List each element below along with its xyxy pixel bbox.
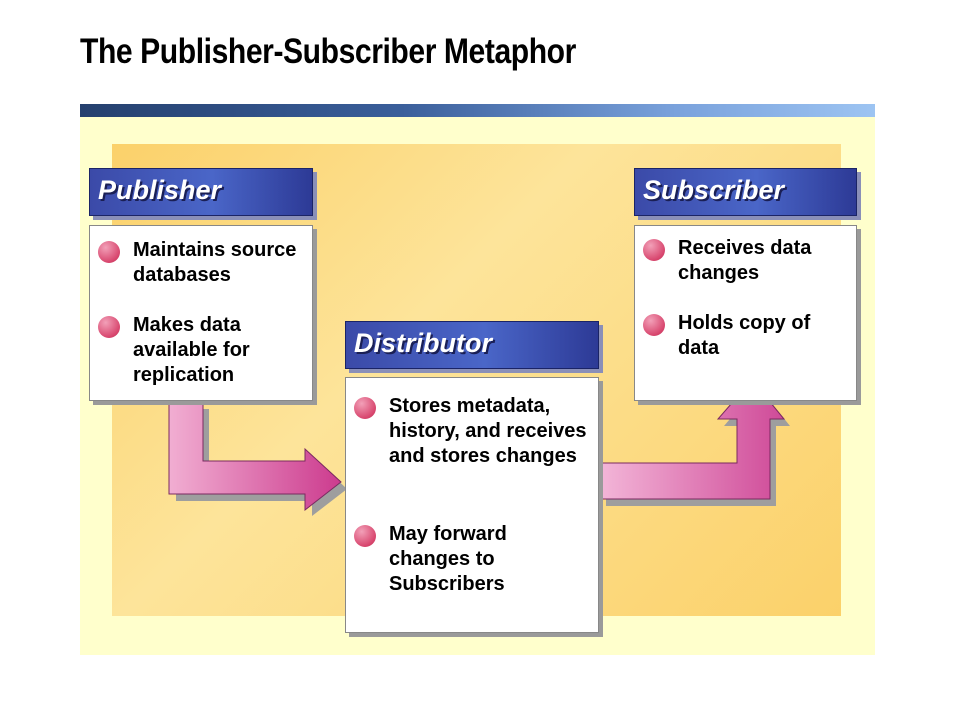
publisher-header: Publisher xyxy=(89,168,313,216)
publisher-label: Publisher xyxy=(98,175,222,205)
arrow-publisher-to-distributor xyxy=(168,400,342,512)
distributor-header: Distributor xyxy=(345,321,599,369)
bullet-icon xyxy=(643,314,665,336)
bullet-icon xyxy=(354,525,376,547)
subscriber-label: Subscriber xyxy=(643,175,785,205)
distributor-box: Stores metadata, history, and receives a… xyxy=(345,377,599,633)
bullet-icon xyxy=(98,316,120,338)
subscriber-box: Receives data changes Holds copy of data xyxy=(634,225,857,401)
page-title: The Publisher-Subscriber Metaphor xyxy=(80,32,576,71)
publisher-box: Maintains source databases Makes data av… xyxy=(89,225,313,401)
title-underline-bar xyxy=(80,104,875,117)
subscriber-header: Subscriber xyxy=(634,168,857,216)
bullet-icon xyxy=(354,397,376,419)
bullet-icon xyxy=(643,239,665,261)
bullet-icon xyxy=(98,241,120,263)
distributor-label: Distributor xyxy=(354,328,492,358)
